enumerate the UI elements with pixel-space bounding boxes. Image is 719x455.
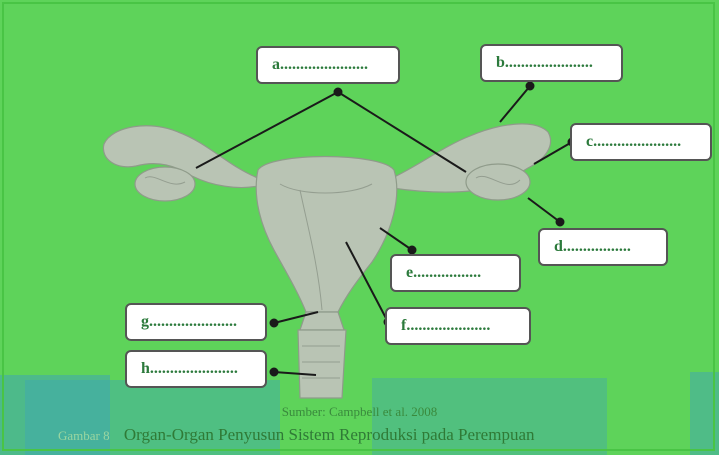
leader-line-b — [500, 86, 530, 122]
label-box-h[interactable]: h...................... — [125, 350, 267, 388]
label-box-f[interactable]: f..................... — [385, 307, 531, 345]
caption-text: Organ-Organ Penyusun Sistem Reproduksi p… — [124, 425, 535, 444]
leader-dot-a — [335, 89, 342, 96]
leader-dot-g — [271, 320, 278, 327]
leader-line-d — [528, 198, 560, 222]
vagina — [298, 330, 346, 398]
label-box-a[interactable]: a...................... — [256, 46, 400, 84]
label-box-g[interactable]: g...................... — [125, 303, 267, 341]
label-box-b[interactable]: b...................... — [480, 44, 623, 82]
leader-dot-e — [409, 247, 416, 254]
leader-dot-b — [527, 83, 534, 90]
leader-dot-h — [271, 369, 278, 376]
label-box-e[interactable]: e................. — [390, 254, 521, 292]
caption-figure-number: Gambar 8 — [58, 428, 110, 443]
label-box-d[interactable]: d................. — [538, 228, 668, 266]
source-credit: Sumber: Campbell et al. 2008 — [0, 404, 719, 420]
label-box-c[interactable]: c...................... — [570, 123, 712, 161]
figure-caption: Gambar 8 Organ-Organ Penyusun Sistem Rep… — [58, 425, 535, 445]
ovary-left — [135, 167, 195, 201]
uterus — [256, 157, 397, 313]
leader-dot-d — [557, 219, 564, 226]
